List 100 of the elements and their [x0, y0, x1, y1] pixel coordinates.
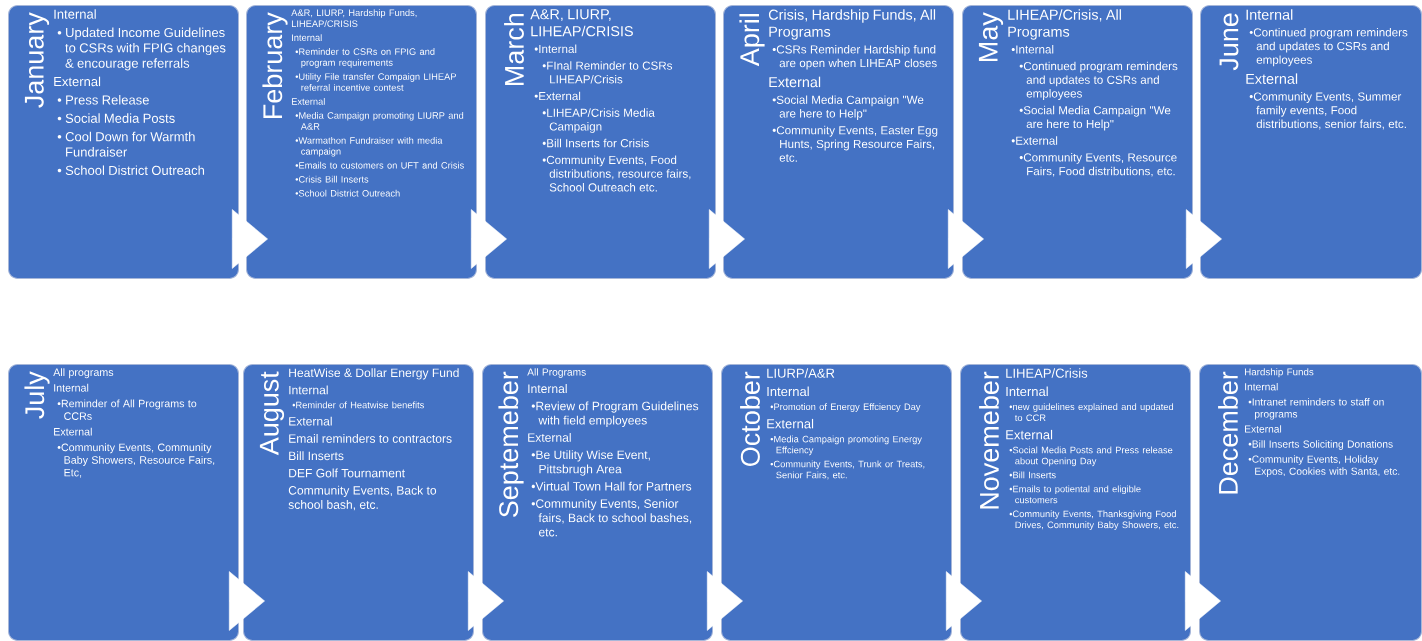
list-item: •Media Campaign promoting LIURP and A&R — [295, 111, 464, 130]
heading: External — [1245, 425, 1282, 433]
heading: Internal — [289, 385, 328, 395]
list-item: •Reminder to CSRs on FPIG and program requirements — [295, 48, 435, 68]
list-item: • Press Release — [57, 95, 149, 105]
chevron-arrow — [708, 209, 745, 269]
list-item: •Bill Inserts for Crisis — [542, 138, 649, 148]
list-item: •new guidelines explained and updated to CCR — [1009, 403, 1174, 422]
list-item: •Warmathon Fundraiser with media campaign — [295, 136, 443, 157]
heading: LIHEAP/Crisis, All Programs — [1008, 9, 1121, 40]
list-item: •Social Media Posts and Press release about Opening Day — [1009, 446, 1173, 467]
chevron-arrow — [947, 209, 984, 269]
list-item: •Reminder of Heatwise benefits — [292, 401, 424, 409]
chevron-arrow — [1184, 571, 1221, 631]
list-item: •Reminder of All Programs to CCRs — [57, 399, 197, 420]
heading: LIURP/A&R — [767, 368, 835, 378]
list-item: •Bill Inserts — [1009, 471, 1056, 479]
heading: Internal — [54, 383, 89, 392]
chevron-arrow — [470, 209, 507, 269]
heading: HeatWise & Dollar Energy Fund — [289, 368, 459, 380]
heading: A&R, LIURP, LIHEAP/CRISIS — [530, 9, 633, 37]
list-item: •Community Events, Senior fairs, Back to school bashes, etc. — [531, 499, 692, 537]
list-item: •FInal Reminder to CSRs LIHEAP/Crisis — [542, 61, 673, 84]
chevron-arrow — [1185, 209, 1222, 269]
month-label: February — [262, 12, 288, 119]
heading: Internal — [54, 9, 96, 19]
heading: External — [767, 418, 814, 429]
heading: Internal — [292, 34, 322, 41]
heading: External — [291, 98, 325, 105]
list-item: •Community Events, Food distributions, resource fairs, School Outreach etc. — [542, 155, 691, 192]
list-item: • Updated Income Guidelines to CSRs with FPIG changes & encourage referrals — [57, 27, 226, 71]
list-item: •Internal — [534, 44, 577, 53]
heading: DEF Golf Tournament — [289, 468, 405, 478]
list-item: •Community Events, Trunk or Treats, Senior Fairs, etc. — [770, 460, 925, 480]
heading: LIHEAP/Crisis — [1006, 368, 1088, 378]
list-item: •Social Media Campaign "We are here to Help" — [772, 95, 924, 120]
list-item: • School District Outreach — [57, 165, 205, 175]
list-item: •Emails to potiental and eligible customers — [1009, 485, 1141, 504]
heading: Hardship Funds — [1245, 368, 1314, 378]
list-item: •Utility File transfer Compaign LIHEAP referral incentive contest — [295, 73, 456, 91]
list-item: •Bill Inserts Soliciting Donations — [1248, 440, 1393, 450]
month-label: March — [504, 13, 524, 85]
list-item: •Community Events, Summer family events, Food distributions, senior fairs, etc. — [1249, 92, 1406, 130]
heading: External — [54, 76, 101, 87]
heading: Internal — [767, 386, 809, 397]
heading: Email reminders to contractors — [289, 433, 452, 443]
chevron-arrow — [228, 571, 265, 631]
list-item: •Social Media Campaign "We are here to Help" — [1019, 105, 1171, 131]
heading: External — [289, 416, 332, 426]
month-label: December — [1218, 371, 1238, 494]
list-item: •Intranet reminders to staff on programs — [1248, 398, 1384, 420]
list-item: • Cool Down for Warmth Fundraiser — [57, 131, 195, 157]
list-item: •Community Events, Easter Egg Hunts, Spring Resource Fairs, etc. — [772, 125, 938, 162]
heading: External — [528, 432, 571, 442]
list-item: •Virtual Town Hall for Partners — [531, 481, 692, 491]
heading: External — [1006, 429, 1053, 440]
list-item: •Media Campaign promoting Energy Effciency — [770, 435, 922, 456]
chevron-arrow — [945, 571, 982, 631]
heading: Community Events, Back to school bash, etc. — [288, 485, 437, 511]
chevron-arrow — [706, 571, 743, 631]
list-item: •Community Events, Resource Fairs, Food distributions, etc. — [1019, 153, 1177, 177]
list-item: •Continued program reminders and updates to CSRs and employees — [1249, 27, 1408, 67]
chevron-arrow — [467, 571, 504, 631]
month-label: Novemeber — [979, 371, 999, 509]
month-label: April — [739, 14, 765, 67]
list-item: •External — [1011, 136, 1058, 145]
heading: Bill Inserts — [289, 451, 344, 461]
list-item: •External — [534, 91, 581, 101]
list-item: • Social Media Posts — [57, 113, 175, 123]
chevron-arrow — [231, 209, 268, 269]
heading: External — [1246, 73, 1298, 84]
heading: All programs — [53, 368, 114, 379]
heading: All Programs — [527, 368, 586, 378]
month-label: May — [978, 12, 1004, 61]
heading: Internal — [528, 384, 567, 393]
month-label: August — [259, 371, 285, 456]
month-label: June — [1219, 13, 1239, 71]
heading: Crisis, Hardship Funds, All Programs — [768, 9, 936, 40]
heading: Internal — [1006, 386, 1048, 397]
heading: External — [769, 76, 821, 88]
list-item: •School District Outreach — [295, 189, 400, 197]
list-item: •Emails to customers on UFT and Crisis — [295, 161, 464, 169]
list-item: •Promotion of Energy Effciency Day — [770, 403, 921, 412]
list-item: •LIHEAP/Crisis Media Campaign — [542, 108, 655, 133]
heading: Internal — [1246, 9, 1293, 20]
heading: Internal — [1245, 382, 1278, 391]
month-label: October — [740, 371, 760, 466]
list-item: •Be Utility Wise Event, Pittsbrugh Area — [531, 450, 650, 476]
heading: A&R, LIURP, Hardship Funds, LIHEAP/CRISIS — [291, 9, 417, 27]
list-item: •CSRs Reminder Hardship fund are open when LIHEAP closes — [772, 44, 937, 70]
heading: External — [54, 427, 92, 436]
list-item: •Continued program reminders and updates to CSRs and employees — [1019, 61, 1178, 100]
list-item: •Community Events, Holiday Expos, Cookies with Santa, etc. — [1248, 455, 1400, 477]
month-label: July — [24, 371, 50, 419]
list-item: •Internal — [1011, 44, 1054, 54]
month-label: January — [24, 12, 50, 108]
list-item: •Community Events, Community Baby Showers, Resource Fairs, Etc, — [57, 443, 215, 478]
list-item: •Community Events, Thanksgiving Food Drives, Community Baby Showers, etc. — [1009, 510, 1179, 530]
list-item: •Crisis Bill Inserts — [295, 175, 369, 183]
month-label: Septemeber — [498, 371, 524, 518]
